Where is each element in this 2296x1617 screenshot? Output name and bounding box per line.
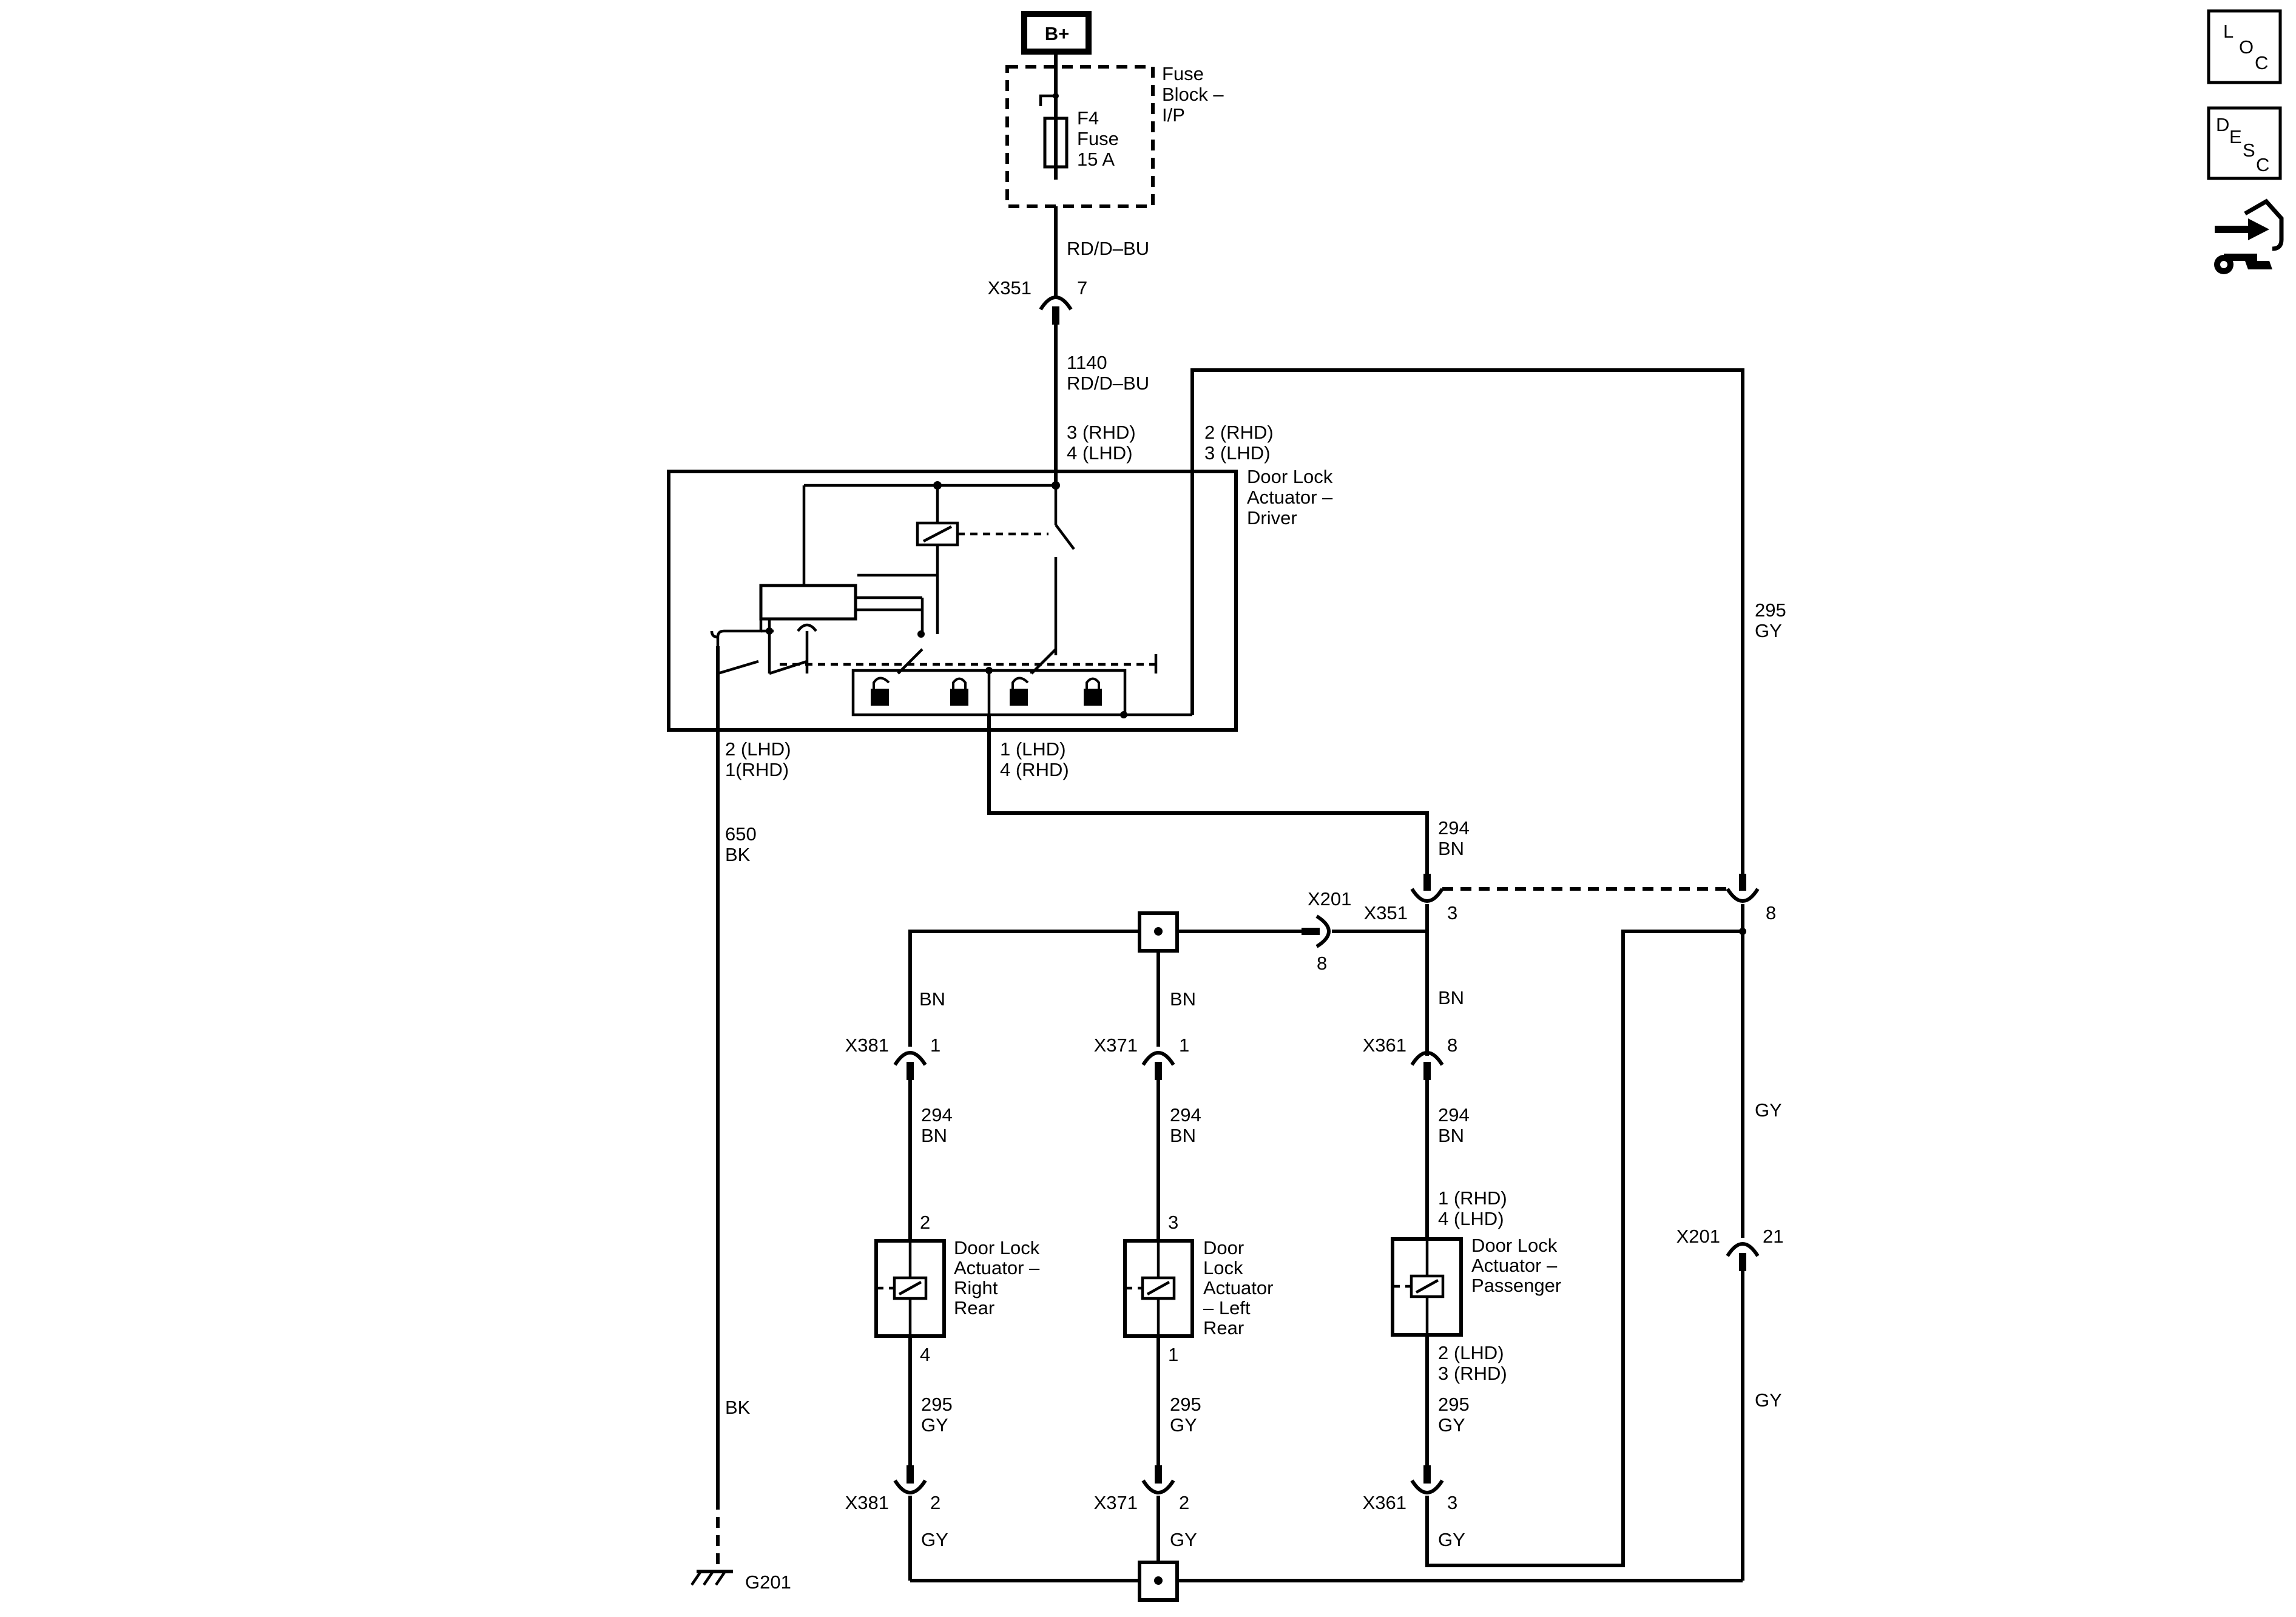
connector-x361-bot-pin: 3 (1447, 1492, 1457, 1513)
wire-label-bn-pass: BN (1438, 987, 1464, 1008)
connector-x371-bot-pin: 2 (1179, 1492, 1189, 1513)
wire-label-gy-right-lower: GY (1755, 1389, 1782, 1411)
connector-x381-bot-name: X381 (845, 1492, 889, 1513)
desc-letter-d: D (2216, 114, 2229, 135)
connector-x371-top-pin: 1 (1179, 1035, 1189, 1056)
unlock-icon (1010, 677, 1029, 706)
supply-label: B+ (1045, 23, 1070, 44)
ground-label: G201 (745, 1571, 791, 1593)
connector-x201-pin21: X201 21 (1676, 1226, 1783, 1271)
connector-navigation-icon[interactable] (2214, 198, 2284, 274)
connector-x351-right-pin: 8 (1766, 902, 1776, 923)
rr-pin-top: 2 (920, 1212, 930, 1233)
connector-x371-pin2: X371 2 (1094, 1465, 1189, 1513)
connector-x381-pin1: X381 1 (845, 1035, 940, 1080)
connector-x351-pin7: X351 7 (988, 277, 1087, 325)
lr-pin-top: 3 (1168, 1212, 1178, 1233)
desc-letter-s: S (2243, 140, 2255, 161)
desc-button[interactable]: D E S C (2207, 106, 2282, 180)
connector-x361-bot-name: X361 (1363, 1492, 1406, 1513)
connector-x381-top-pin: 1 (930, 1035, 940, 1056)
wire-label-gy-pass-bottom: GY (1438, 1529, 1465, 1550)
unlock-icon (871, 677, 890, 706)
connector-x361-top-pin: 8 (1447, 1035, 1457, 1056)
loc-button[interactable]: L O C (2207, 9, 2282, 84)
connector-x351-mid-name: X351 (1364, 902, 1408, 923)
loc-letter-l: L (2223, 21, 2234, 42)
connector-x361-pin8: X361 8 (1363, 1035, 1457, 1080)
desc-letter-c: C (2256, 154, 2269, 175)
lr-pin-bottom: 1 (1168, 1344, 1178, 1365)
driver-pin-ground: 2 (LHD)1(RHD) (725, 738, 791, 780)
wire-label-rd-dbu: RD/D–BU (1067, 238, 1149, 259)
wire-label-bk: BK (725, 1397, 751, 1418)
connector-x351-mid-pin: 3 (1447, 902, 1457, 923)
connector-x361-pin3: X361 3 (1363, 1465, 1457, 1513)
connector-x361-top-name: X361 (1363, 1035, 1406, 1056)
wire-label-gy-rr-bottom: GY (921, 1529, 948, 1550)
desc-letter-e: E (2229, 126, 2242, 147)
driver-pin-lock: 1 (LHD)4 (RHD) (1000, 738, 1069, 780)
connector-x201-pin8: X201 8 (1302, 888, 1351, 974)
pass-pin-top: 1 (RHD)4 (LHD) (1438, 1187, 1507, 1229)
connector-x381-bot-pin: 2 (930, 1492, 940, 1513)
lock-icon (1084, 677, 1102, 706)
driver-pin-out-right: 2 (RHD)3 (LHD) (1204, 422, 1274, 464)
rr-pin-bottom: 4 (920, 1344, 930, 1365)
connector-x351-top-pin: 7 (1077, 277, 1087, 299)
splice-upper (1138, 911, 1179, 953)
ground-symbol-g201: G201 (690, 1570, 791, 1593)
connector-x371-top-name: X371 (1094, 1035, 1138, 1056)
connector-x381-top-name: X381 (845, 1035, 889, 1056)
battery-supply: B+ (1021, 11, 1092, 55)
wire-label-gy-lr-bottom: GY (1170, 1529, 1197, 1550)
connector-x201-right-pin: 21 (1763, 1226, 1783, 1247)
connector-x201-top-name: X201 (1308, 888, 1351, 910)
pass-pin-bottom: 2 (LHD)3 (RHD) (1438, 1342, 1507, 1384)
lock-icon (950, 677, 968, 706)
loc-letter-o: O (2239, 36, 2254, 58)
connector-x351-pin3: X351 3 (1364, 874, 1457, 923)
connector-x201-top-pin: 8 (1317, 953, 1327, 974)
driver-pin-in: 3 (RHD)4 (LHD) (1067, 422, 1136, 464)
connector-x371-bot-name: X371 (1094, 1492, 1138, 1513)
splice-lower (1138, 1561, 1179, 1602)
connector-x351-top-name: X351 (988, 277, 1032, 299)
connector-x201-right-name: X201 (1676, 1226, 1720, 1247)
driver-control-module (759, 584, 857, 621)
wire-label-gy-right-upper: GY (1755, 1099, 1782, 1121)
connector-x351-pin8: 8 (1726, 874, 1776, 923)
wire-label-bn-rr: BN (919, 988, 945, 1010)
loc-letter-c: C (2255, 52, 2268, 73)
connector-x371-pin1: X371 1 (1094, 1035, 1189, 1080)
connector-x381-pin2: X381 2 (845, 1465, 940, 1513)
wire-label-bn-lr: BN (1170, 988, 1196, 1010)
